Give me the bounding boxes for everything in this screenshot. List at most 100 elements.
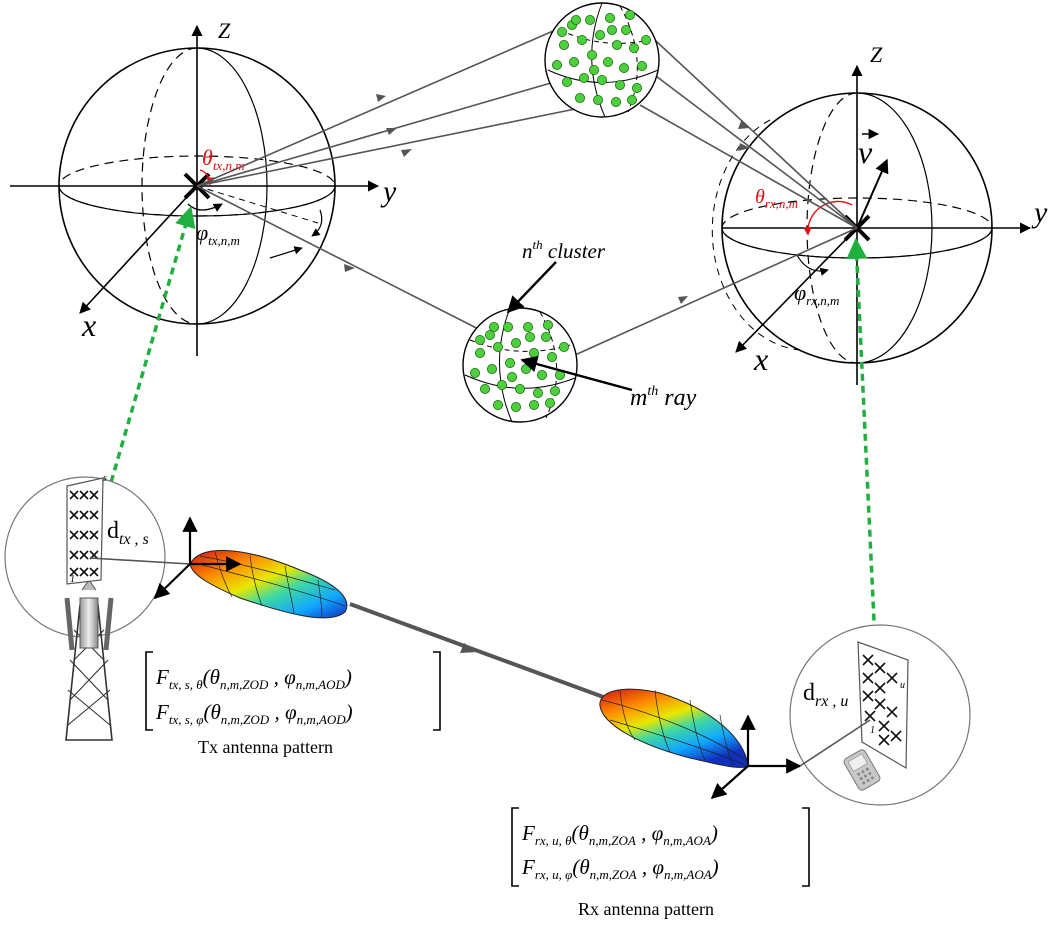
array-element-cross [69,550,79,560]
scatterer-dot [474,334,485,345]
scatterer-dot [611,97,622,108]
scatterer-dot [587,50,598,61]
array-element-cross [874,682,886,694]
scatterer-dot [523,321,534,332]
cluster-pointer-arrow [506,261,557,314]
upper-cluster-scatterers [552,9,652,108]
scatterer-dot [559,341,570,352]
scatterer-dot [506,371,517,382]
array-element-cross [79,530,89,540]
rx-axis-z-label: Z [870,42,883,67]
rx-theta-label: θrx,n,m [755,186,798,211]
scatterer-dot [504,357,515,368]
nth-cluster-label: nth cluster [522,237,606,263]
scatterer-dot [547,351,558,362]
rx-pattern-caption: Rx antenna pattern [578,899,714,919]
tx-array-vector [89,557,191,565]
scatterer-dot [492,341,503,352]
scatterer-dot [533,387,544,398]
array-element-cross [69,530,79,540]
scatterer-dot [537,369,548,380]
array-element-cross [89,510,99,520]
scatterer-dot [603,57,614,68]
scatterer-dot [479,383,490,394]
array-element-cross [69,567,79,577]
scatterer-dot [585,14,596,25]
tx-pattern-matrix: Ftx, s, θ(θn,m,ZOD , φn,m,AOD) Ftx, s, φ… [145,651,441,731]
tx-pattern-caption: Tx antenna pattern [198,737,333,757]
scatterer-dot [552,60,563,71]
scatterer-dot [632,83,643,94]
scatterer-dot [625,9,636,20]
array-element-cross [89,490,99,500]
array-element-cross [79,567,89,577]
array-element-cross [886,672,898,684]
rx-radiation-lobe [599,688,749,768]
tx-axis-z-label: Z [218,18,231,43]
scatterer-dot [529,347,540,358]
array-element-cross [878,734,890,746]
scatterer-dot [492,399,503,410]
rx-axis-x-label: x [753,341,768,377]
tx-axis-x-label: x [81,307,96,343]
rx-array-first-index: 1 [870,725,875,736]
tx-sphere: Z y x θtx,n,m φtx,n,m [10,18,397,356]
scatterer-dot [579,73,590,84]
tx-rx-link-arrow [460,643,478,653]
scatterer-dot [615,80,626,91]
scatterer-dot [597,75,608,86]
scatterer-dot [571,14,582,25]
rx-local-axes [710,714,802,800]
tx-pattern-row2: Ftx, s, φ(θn,m,ZOD , φn,m,AOD) [155,700,353,727]
array-element-cross [79,550,89,560]
scatterer-dot [559,40,570,51]
scatterer-dot [469,367,480,378]
ray-direction-arrows [344,94,750,304]
scatterer-dot [484,329,495,340]
scatterer-dot [521,363,532,374]
array-element-cross [862,672,874,684]
tx-array-last-index: s [103,473,107,484]
scatterer-dot [629,43,640,54]
array-element-cross [878,720,890,732]
scatterer-dot [612,40,623,51]
ray-pointer-arrow [520,355,633,392]
tx-phi-label: φtx,n,m [196,220,240,248]
scatterer-dot [595,29,606,40]
scatterer-dot [562,77,573,88]
scatterer-dot [486,363,497,374]
scatterer-dot [627,95,638,106]
scatterer-dot [619,63,630,74]
array-element-cross [890,730,902,742]
scatterer-dot [496,379,507,390]
scatterer-dot [545,397,556,408]
array-element-cross [864,710,876,722]
scatterer-dot [488,321,499,332]
array-element-cross [886,706,898,718]
tx-array-first-index: 1 [70,574,75,585]
scatterer-dot [510,337,521,348]
tx-radiation-lobe [189,550,348,619]
array-element-cross [79,490,89,500]
rx-axis-y-label: y [1031,196,1048,229]
tx-array-elements [69,490,99,577]
scatterer-dot [510,401,521,412]
scatterer-dot [593,95,604,106]
scatterer-dot [589,65,600,76]
array-element-cross [89,530,99,540]
scatterer-dot [550,385,561,396]
scatterer-dot [557,26,568,37]
rx-pattern-matrix: Frx, u, θ(θn,m,ZOA , φn,m,AOA) Frx, u, φ… [511,807,810,887]
scatterer-dot [637,61,648,72]
array-element-cross [69,510,79,520]
scatterer-dot [515,383,526,394]
array-element-cross [89,567,99,577]
scatterer-dot [641,35,652,46]
array-element-cross [874,662,886,674]
scatterer-dot [502,321,513,332]
scatterer-dot [621,24,632,35]
scatterer-dot [577,35,588,46]
mobile-phone-icon [843,749,881,791]
tx-d-label: dtx , s [107,518,149,548]
